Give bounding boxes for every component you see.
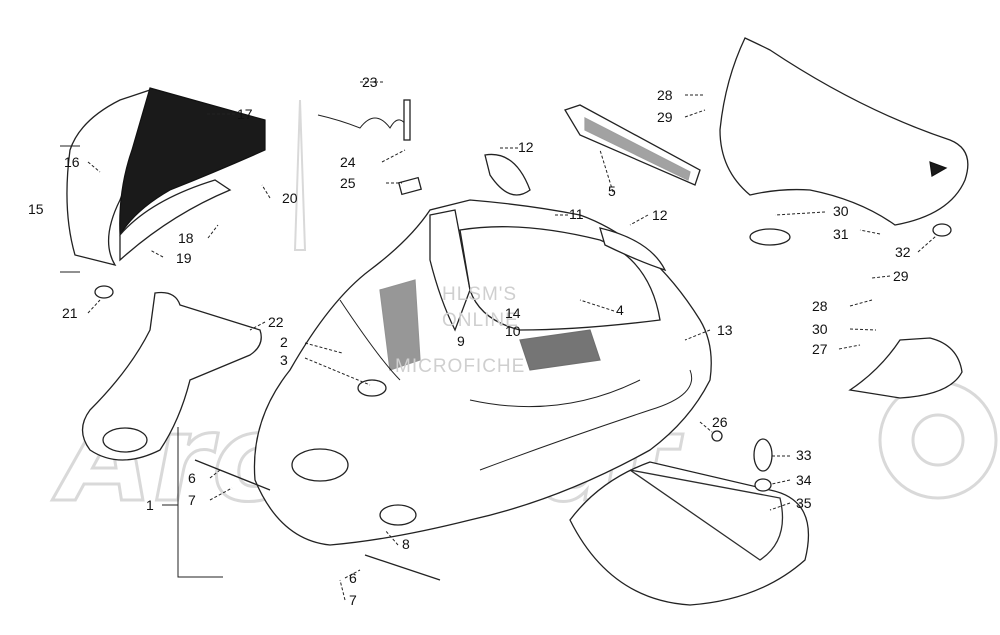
callout-19: 19 bbox=[176, 250, 192, 266]
callout-20: 20 bbox=[282, 190, 298, 206]
part-ring-33 bbox=[753, 438, 773, 472]
wheel-watermark bbox=[878, 380, 998, 500]
part-vent-5 bbox=[564, 104, 701, 186]
callout-35: 35 bbox=[796, 495, 812, 511]
callout-30: 30 bbox=[833, 203, 849, 219]
callout-29-lower: 29 bbox=[893, 268, 909, 284]
watermark-line2: ONLINE bbox=[442, 310, 519, 331]
callout-9: 9 bbox=[457, 333, 465, 349]
spire-watermark bbox=[293, 99, 307, 251]
callout-34: 34 bbox=[796, 472, 812, 488]
callout-3: 3 bbox=[280, 352, 288, 368]
part-front-cover bbox=[60, 87, 266, 273]
part-decal-12b bbox=[599, 227, 667, 272]
callout-26: 26 bbox=[712, 414, 728, 430]
callout-22: 22 bbox=[268, 314, 284, 330]
callout-33: 33 bbox=[796, 447, 812, 463]
callout-25: 25 bbox=[340, 175, 356, 191]
part-screw-23 bbox=[403, 99, 411, 141]
part-main-hood bbox=[253, 199, 712, 546]
windshield-marker bbox=[929, 161, 948, 177]
callout-29: 29 bbox=[657, 109, 673, 125]
part-windshield-mount bbox=[749, 228, 791, 246]
callout-16: 16 bbox=[64, 154, 80, 170]
part-spring-24 bbox=[317, 114, 411, 133]
part-mirror-27 bbox=[848, 337, 963, 399]
part-grommet-34 bbox=[754, 478, 772, 492]
callout-27: 27 bbox=[812, 341, 828, 357]
callout-6: 6 bbox=[188, 470, 196, 486]
callout-10: 10 bbox=[505, 323, 521, 339]
callout-13: 13 bbox=[717, 322, 733, 338]
part-windshield bbox=[719, 37, 969, 226]
callout-1: 1 bbox=[146, 497, 154, 513]
callout-30-lower: 30 bbox=[812, 321, 828, 337]
watermark-line1: HLSM'S bbox=[442, 284, 517, 305]
part-hood-liner-22 bbox=[81, 291, 262, 461]
callout-4: 4 bbox=[616, 302, 624, 318]
leader-1 bbox=[177, 427, 223, 578]
callout-7-lower: 7 bbox=[349, 592, 357, 608]
callout-8: 8 bbox=[402, 536, 410, 552]
part-grommet-21 bbox=[94, 285, 114, 299]
callout-24: 24 bbox=[340, 154, 356, 170]
part-decal-12a bbox=[484, 153, 531, 196]
callout-21: 21 bbox=[62, 305, 78, 321]
watermark-line3: MICROFICHE bbox=[395, 356, 525, 377]
part-liner-hole bbox=[102, 427, 148, 453]
part-rivet-26 bbox=[711, 430, 723, 442]
callout-15: 15 bbox=[28, 201, 44, 217]
callout-12: 12 bbox=[518, 139, 534, 155]
callout-2: 2 bbox=[280, 334, 288, 350]
callout-28: 28 bbox=[657, 87, 673, 103]
callout-7: 7 bbox=[188, 492, 196, 508]
part-vent-grille bbox=[584, 117, 691, 181]
callout-32: 32 bbox=[895, 244, 911, 260]
callout-17: 17 bbox=[237, 106, 253, 122]
callout-31: 31 bbox=[833, 226, 849, 242]
part-plate-25 bbox=[397, 176, 423, 196]
wheel-hub-watermark bbox=[911, 413, 965, 467]
callout-14: 14 bbox=[505, 305, 521, 321]
part-bolt-6-upper bbox=[194, 459, 271, 491]
callout-28-lower: 28 bbox=[812, 298, 828, 314]
callout-11: 11 bbox=[569, 206, 584, 222]
callout-12-lower: 12 bbox=[652, 207, 668, 223]
part-belly-panel bbox=[629, 469, 784, 561]
callout-23: 23 bbox=[362, 74, 378, 90]
callout-5: 5 bbox=[608, 183, 616, 199]
callout-18: 18 bbox=[178, 230, 194, 246]
callout-6-lower: 6 bbox=[349, 570, 357, 586]
part-bolt-6-lower bbox=[364, 554, 441, 581]
part-grommet-32 bbox=[932, 223, 952, 237]
